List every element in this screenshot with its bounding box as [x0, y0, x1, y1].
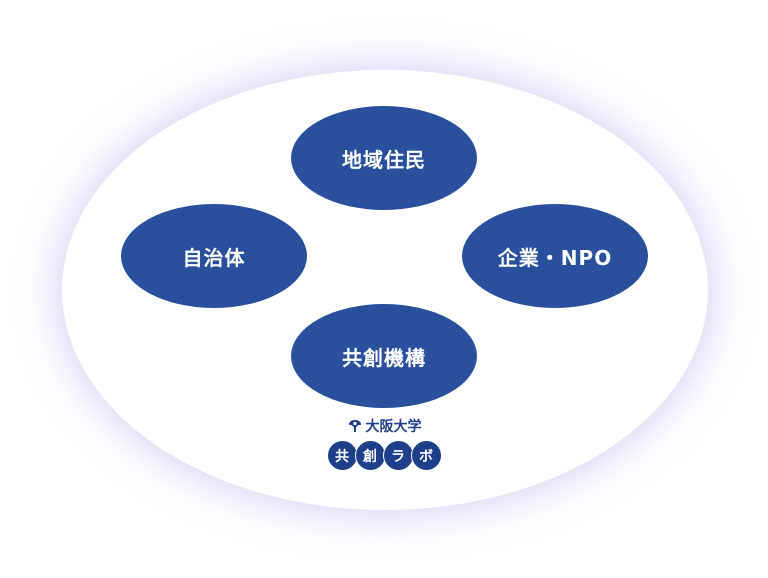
node-companies-npo: 企業・NPO: [462, 204, 648, 308]
node-co-creation-bureau: 共創機構: [291, 304, 477, 408]
node-label: 自治体: [182, 245, 246, 270]
logo-university-row: 大阪大学: [318, 416, 450, 436]
logo-circle: ラ: [382, 440, 414, 471]
ginkgo-leaf-icon: [347, 418, 363, 434]
logo-university-name: 大阪大学: [365, 419, 422, 435]
node-label: 地域住民: [342, 147, 426, 172]
node-local-government: 自治体: [121, 204, 307, 308]
node-label: 共創機構: [342, 345, 426, 370]
logo-circle: 共: [326, 440, 358, 471]
node-label: 企業・NPO: [497, 245, 613, 270]
osaka-university-colab-logo: 大阪大学 共 創 ラ ボ: [318, 416, 450, 482]
logo-lab-circles: 共 創 ラ ボ: [318, 440, 450, 471]
logo-circle: ボ: [410, 440, 442, 471]
node-local-residents: 地域住民: [291, 106, 477, 210]
logo-circle: 創: [354, 440, 386, 471]
